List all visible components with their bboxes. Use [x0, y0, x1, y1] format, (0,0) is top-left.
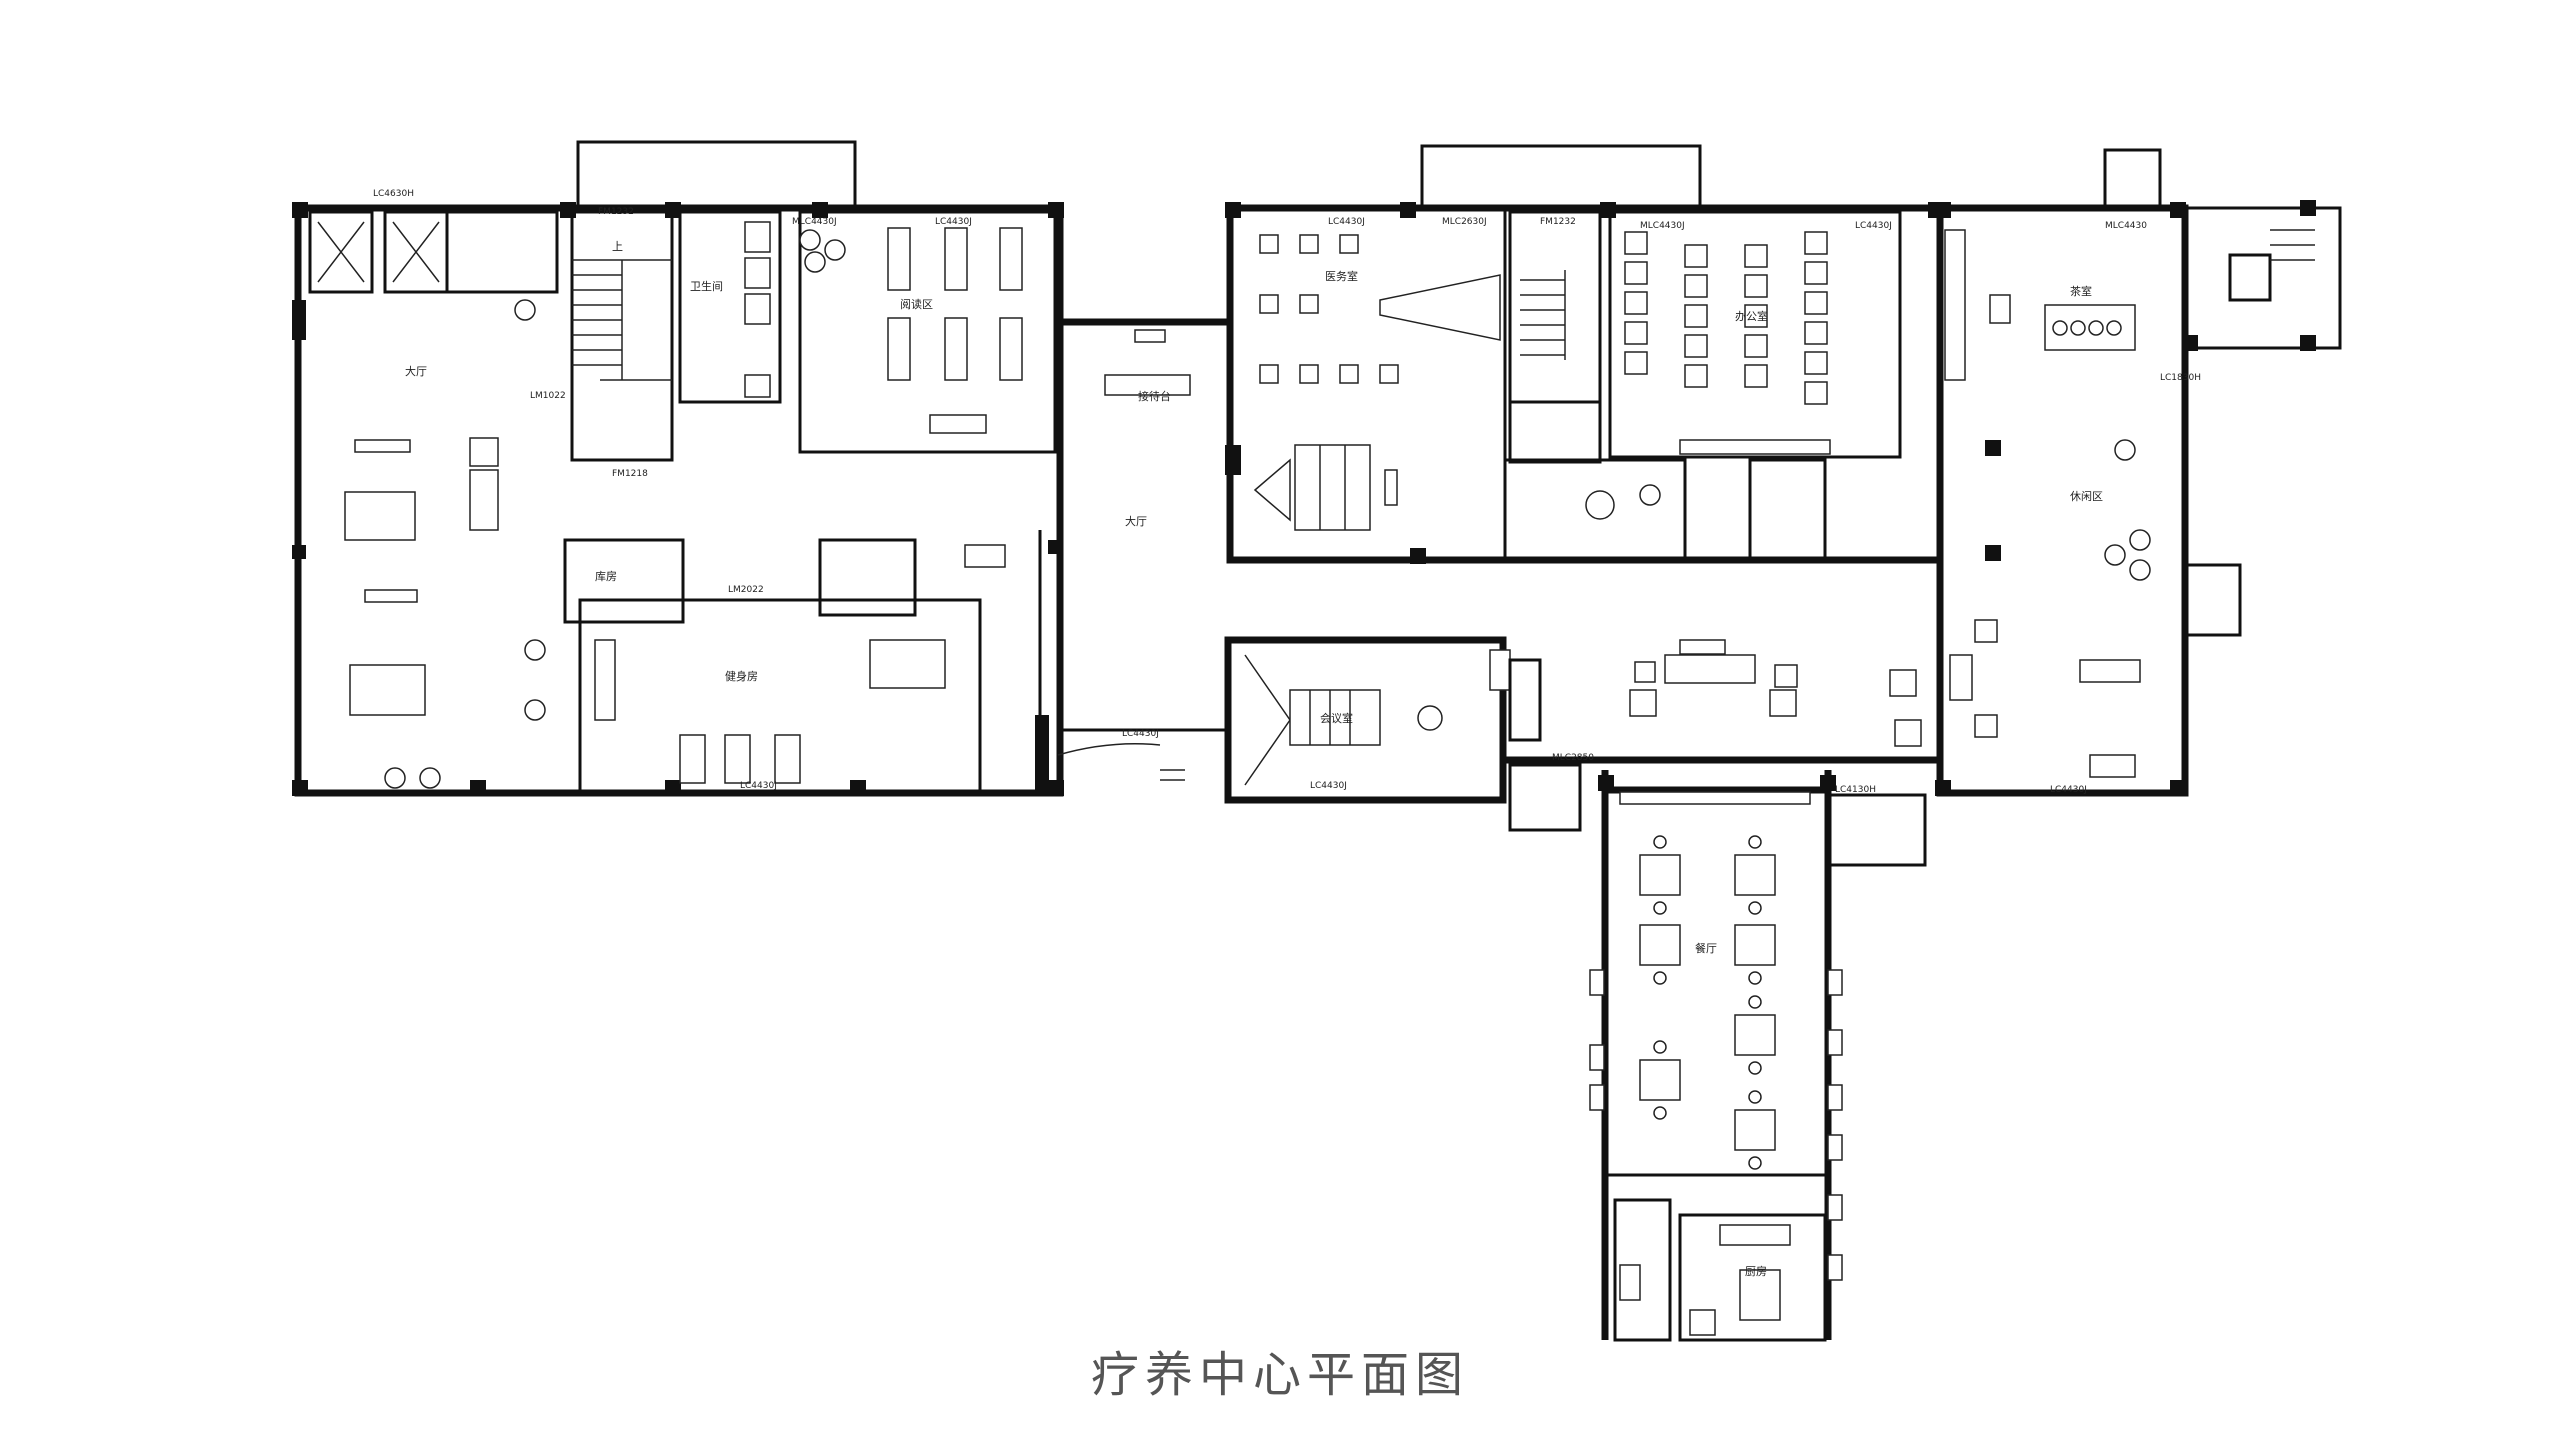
room-label-store: 库房 — [595, 570, 617, 583]
room-label-medical: 医务室 — [1325, 269, 1358, 283]
window-label: LC4130H — [1835, 785, 1876, 795]
room-label-meeting: 会议室 — [1320, 711, 1353, 725]
room-label-lounge: 休闲区 — [2070, 489, 2103, 503]
window-label: LC4430J — [1328, 217, 1365, 227]
window-label: LC1830H — [2160, 373, 2201, 383]
window-label: LC4430J — [1855, 221, 1892, 231]
plan-labels: LC4630H FM1232 MLC4430J LC4430J LC4430J … — [373, 189, 2201, 1278]
window-label: MLC2630J — [1442, 217, 1487, 227]
room-label-kitchen: 厨房 — [1745, 1265, 1767, 1278]
room-label-stair: 上 — [612, 240, 623, 253]
center-link — [1057, 318, 1230, 781]
south-wing — [1589, 770, 1843, 1342]
window-label: MLC2850 — [1552, 753, 1594, 763]
room-label-toilet: 卫生间 — [690, 279, 723, 293]
room-label-reception: 接待台 — [1138, 389, 1171, 403]
window-label: LC4430J — [935, 217, 972, 227]
plan-caption: 疗养中心平面图 — [1090, 1347, 1469, 1403]
window-label: LC4430J — [1310, 781, 1347, 791]
door-label: FM1232 — [598, 207, 634, 217]
window-label: MLC4430 — [2105, 221, 2147, 231]
door-label: FM1232 — [1540, 217, 1576, 227]
room-label-hall-left: 大厅 — [405, 364, 427, 378]
right-block — [1935, 148, 2342, 797]
window-label: LC4430J — [740, 781, 777, 791]
window-label: LC4630H — [373, 189, 414, 199]
door-label: LM2022 — [728, 585, 764, 595]
center-hall — [1224, 558, 1940, 867]
room-label-hall-center: 大厅 — [1125, 514, 1147, 528]
left-block — [292, 140, 1064, 797]
window-label: LC4430J — [1122, 729, 1159, 739]
window-label: LC4430J — [2050, 785, 2087, 795]
room-label-tea: 茶室 — [2070, 284, 2092, 298]
room-label-reading: 阅读区 — [900, 297, 933, 311]
dining-tables — [1639, 835, 1776, 1170]
middle-block — [1225, 144, 1944, 564]
window-label: MLC4430J — [1640, 221, 1685, 231]
room-label-gym: 健身房 — [725, 669, 758, 683]
door-label: FM1218 — [612, 469, 648, 479]
door-label: LM1022 — [530, 391, 566, 401]
room-label-dining: 餐厅 — [1695, 941, 1717, 955]
window-label: MLC4430J — [792, 217, 837, 227]
room-label-office: 办公室 — [1735, 309, 1768, 323]
